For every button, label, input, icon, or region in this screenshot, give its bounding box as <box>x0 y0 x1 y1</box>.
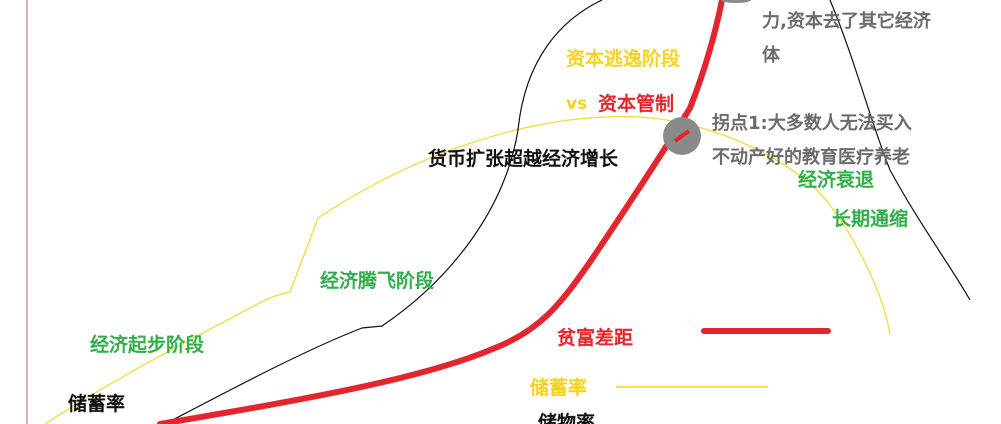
inflection-node-crossing <box>673 129 691 143</box>
cut-off-bottom-label: 储物率 <box>538 412 596 424</box>
savings-rate-axis-label: 储蓄率 <box>68 393 126 415</box>
economic-startup-label: 经济起步阶段 <box>90 334 205 356</box>
vs-label: vs <box>566 94 588 114</box>
long-term-deflation-label: 长期通缩 <box>832 208 909 230</box>
economic-recession-label: 经济衰退 <box>798 169 875 191</box>
top-text-line2: 体 <box>762 45 780 66</box>
red-wealth-gap-curve <box>157 0 725 424</box>
black-curve-right <box>829 0 971 301</box>
top-text-line1: 力,资本去了其它经济 <box>762 11 931 32</box>
yellow-savings-curve <box>44 115 891 424</box>
capital-controls-label: 资本管制 <box>598 93 675 115</box>
black-curve <box>164 0 603 424</box>
top-node <box>721 0 751 3</box>
economic-takeoff-label: 经济腾飞阶段 <box>320 270 435 292</box>
money-expansion-label: 货币扩张超越经济增长 <box>428 148 619 170</box>
inflection-text-line1: 拐点1:大多数人无法买入 <box>712 113 912 134</box>
inflection-text-line2: 不动产好的教育医疗养老 <box>712 147 910 168</box>
wealth-gap-legend-label: 贫富差距 <box>557 327 634 349</box>
capital-flight-stage-label: 资本逃逸阶段 <box>566 48 681 70</box>
savings-rate-legend-label: 储蓄率 <box>530 377 588 399</box>
